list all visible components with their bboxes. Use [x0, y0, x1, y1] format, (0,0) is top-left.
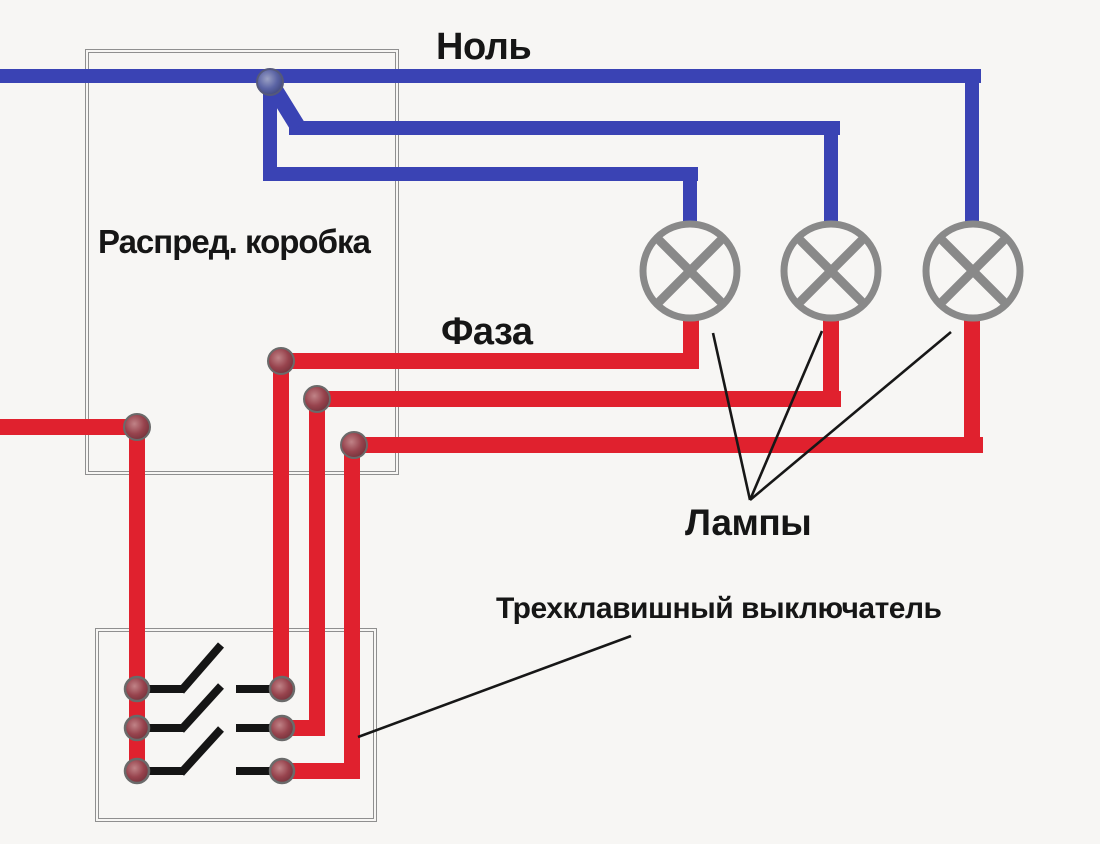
- phase-wire-key2-corner: [276, 720, 325, 736]
- neutral-wire-drop-lamp2: [824, 121, 838, 227]
- neutral-wire-branch2-horizontal: [289, 121, 840, 135]
- phase-wire-key1-horizontal: [273, 353, 699, 369]
- phase-wire-lamp1-leg: [683, 320, 699, 369]
- neutral-wire-branch3-horizontal: [263, 167, 698, 181]
- phase-wire-lamp3-leg: [964, 320, 980, 453]
- phase-label: Фаза: [441, 311, 533, 353]
- lamp-icon-1: [639, 220, 741, 322]
- lamp-icon-3: [922, 220, 1024, 322]
- neutral-wire-branch3-vertical: [263, 76, 277, 180]
- neutral-wire-drop-lamp1: [683, 167, 697, 227]
- phase-wire-key2-horizontal: [309, 391, 841, 407]
- phase-wire-key3-vertical: [344, 437, 360, 775]
- phase-wire-to-switch-common: [129, 419, 145, 781]
- lamps-label: Лампы: [685, 502, 812, 543]
- phase-wire-key3-corner: [276, 763, 360, 779]
- phase-wire-key1-vertical: [273, 353, 289, 693]
- distribution-box-outline: [85, 49, 399, 475]
- phase-wire-input-horizontal: [0, 419, 146, 435]
- phase-wire-key3-horizontal: [344, 437, 983, 453]
- phase-wire-key2-vertical: [309, 391, 325, 732]
- lamp-icon-2: [780, 220, 882, 322]
- neutral-wire-main-horizontal: [0, 69, 981, 83]
- phase-wire-lamp2-leg: [823, 320, 839, 407]
- switch-pointer-line: [357, 634, 632, 739]
- neutral-wire-drop-lamp3: [965, 69, 979, 227]
- switch-label: Трехклавишный выключатель: [496, 592, 942, 625]
- distribution-box-label: Распред. коробка: [98, 223, 371, 260]
- neutral-label: Ноль: [436, 26, 532, 68]
